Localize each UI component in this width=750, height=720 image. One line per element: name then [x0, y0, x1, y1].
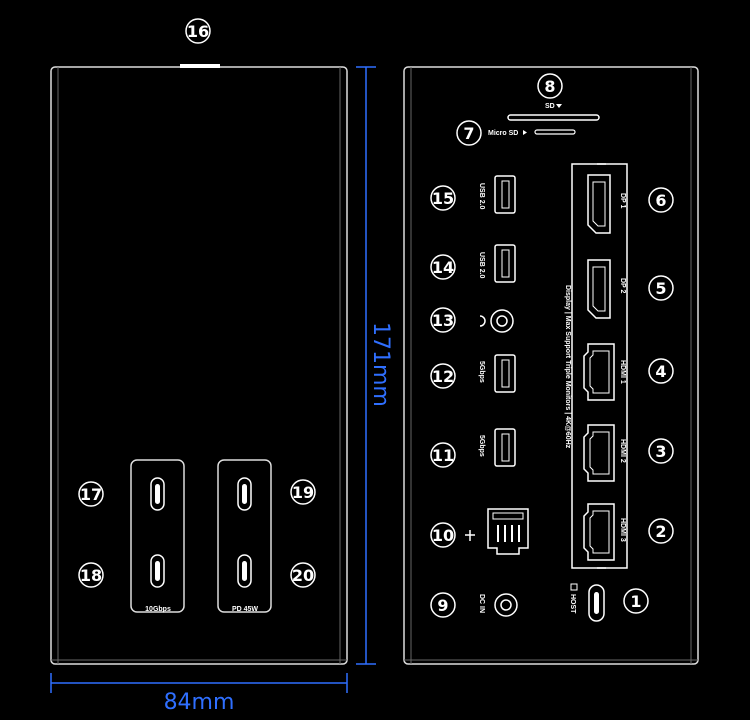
- left-panel: 10Gbps PD 45W: [50, 64, 348, 665]
- svg-text:19: 19: [292, 483, 314, 502]
- dimension-width: 84mm: [50, 673, 348, 715]
- svg-text:17: 17: [80, 485, 102, 504]
- callout-1: 1: [623, 588, 649, 614]
- usb-a-port-11: [494, 428, 516, 467]
- display-group-bracket: [571, 163, 606, 569]
- host-label: HOST: [569, 594, 576, 614]
- callout-2: 2: [648, 518, 674, 544]
- callout-7: 7: [456, 120, 482, 146]
- usb-c-port: [237, 554, 252, 588]
- displayport-1: [587, 174, 611, 234]
- svg-text:1: 1: [630, 592, 641, 611]
- callout-16: 16: [185, 18, 211, 44]
- usb2-label-14: USB 2.0: [478, 252, 485, 279]
- usb-c-port: [150, 554, 165, 588]
- callout-10: 10: [430, 522, 456, 548]
- svg-text:2: 2: [655, 522, 666, 541]
- usb-a-port-14: [494, 244, 516, 283]
- usb-5g-label-12: 5Gbps: [478, 361, 485, 383]
- callout-14: 14: [430, 254, 456, 280]
- usb-5g-label-11: 5Gbps: [478, 435, 485, 457]
- laptop-icon: [570, 583, 578, 591]
- usb-c-port: [237, 477, 252, 511]
- audio-jack: [490, 309, 514, 333]
- usb2-label-15: USB 2.0: [478, 183, 485, 210]
- usbc-group-left: [130, 459, 185, 613]
- callout-13: 13: [430, 307, 456, 333]
- ethernet-port: [487, 508, 529, 555]
- svg-text:3: 3: [655, 442, 666, 461]
- svg-text:16: 16: [187, 22, 209, 41]
- svg-text:13: 13: [432, 311, 454, 330]
- svg-text:11: 11: [432, 446, 454, 465]
- dp2-label: DP 2: [619, 278, 626, 294]
- svg-text:15: 15: [432, 189, 454, 208]
- network-icon: [465, 530, 475, 541]
- height-label: 171mm: [368, 322, 393, 407]
- callout-5: 5: [648, 275, 674, 301]
- svg-text:6: 6: [655, 191, 666, 210]
- hdmi-port-1: [583, 343, 615, 401]
- usb-a-port-15: [494, 175, 516, 214]
- dimension-height: 171mm: [356, 66, 393, 665]
- callout-11: 11: [430, 442, 456, 468]
- svg-text:12: 12: [432, 367, 454, 386]
- callout-6: 6: [648, 187, 674, 213]
- right-panel-outline: [403, 66, 699, 665]
- power-button-top: [180, 64, 220, 68]
- micro-sd-arrow-icon: [523, 130, 527, 135]
- svg-text:5: 5: [655, 279, 666, 298]
- dc-in-port: [494, 593, 518, 617]
- hdmi2-label: HDMI 2: [619, 439, 626, 463]
- dp1-label: DP 1: [619, 193, 626, 209]
- dc-in-label: DC IN: [478, 594, 485, 613]
- svg-text:20: 20: [292, 566, 314, 585]
- host-usb-c-port: [588, 584, 605, 622]
- svg-text:7: 7: [463, 124, 474, 143]
- callout-3: 3: [648, 438, 674, 464]
- callout-19: 19: [290, 479, 316, 505]
- callouts: 1 2 3 4 5 6 7 8 9 10 11 12 13 14 15 16 1…: [78, 18, 674, 618]
- callout-9: 9: [430, 592, 456, 618]
- hdmi-port-3: [583, 503, 615, 561]
- svg-text:14: 14: [432, 258, 454, 277]
- callout-20: 20: [290, 562, 316, 588]
- usbc-left-label: 10Gbps: [145, 606, 171, 613]
- callout-8: 8: [537, 73, 563, 99]
- callout-15: 15: [430, 185, 456, 211]
- hdmi1-label: HDMI 1: [619, 360, 626, 384]
- svg-text:18: 18: [80, 566, 102, 585]
- sd-label: SD: [545, 103, 555, 110]
- sd-slot: [507, 114, 600, 121]
- usb-a-port-12: [494, 354, 516, 393]
- callout-4: 4: [648, 358, 674, 384]
- hdmi3-label: HDMI 3: [619, 518, 626, 542]
- callout-12: 12: [430, 363, 456, 389]
- display-group-label: Display | Max Support Triple Monitors | …: [564, 285, 571, 449]
- micro-sd-slot: [534, 129, 576, 135]
- svg-text:9: 9: [437, 596, 448, 615]
- svg-text:4: 4: [655, 362, 666, 381]
- micro-sd-label: Micro SD: [488, 130, 518, 137]
- width-label: 84mm: [164, 690, 235, 715]
- callout-18: 18: [78, 562, 104, 588]
- svg-text:10: 10: [432, 526, 454, 545]
- svg-text:8: 8: [544, 77, 555, 96]
- usbc-right-label: PD 45W: [232, 606, 258, 613]
- hdmi-port-2: [583, 424, 615, 482]
- right-panel: SD Micro SD: [403, 66, 699, 665]
- callout-17: 17: [78, 481, 104, 507]
- displayport-2: [587, 259, 611, 319]
- sd-arrow-icon: [556, 104, 562, 108]
- headset-icon: [479, 315, 486, 327]
- usbc-group-right: [217, 459, 272, 613]
- usb-c-port: [150, 477, 165, 511]
